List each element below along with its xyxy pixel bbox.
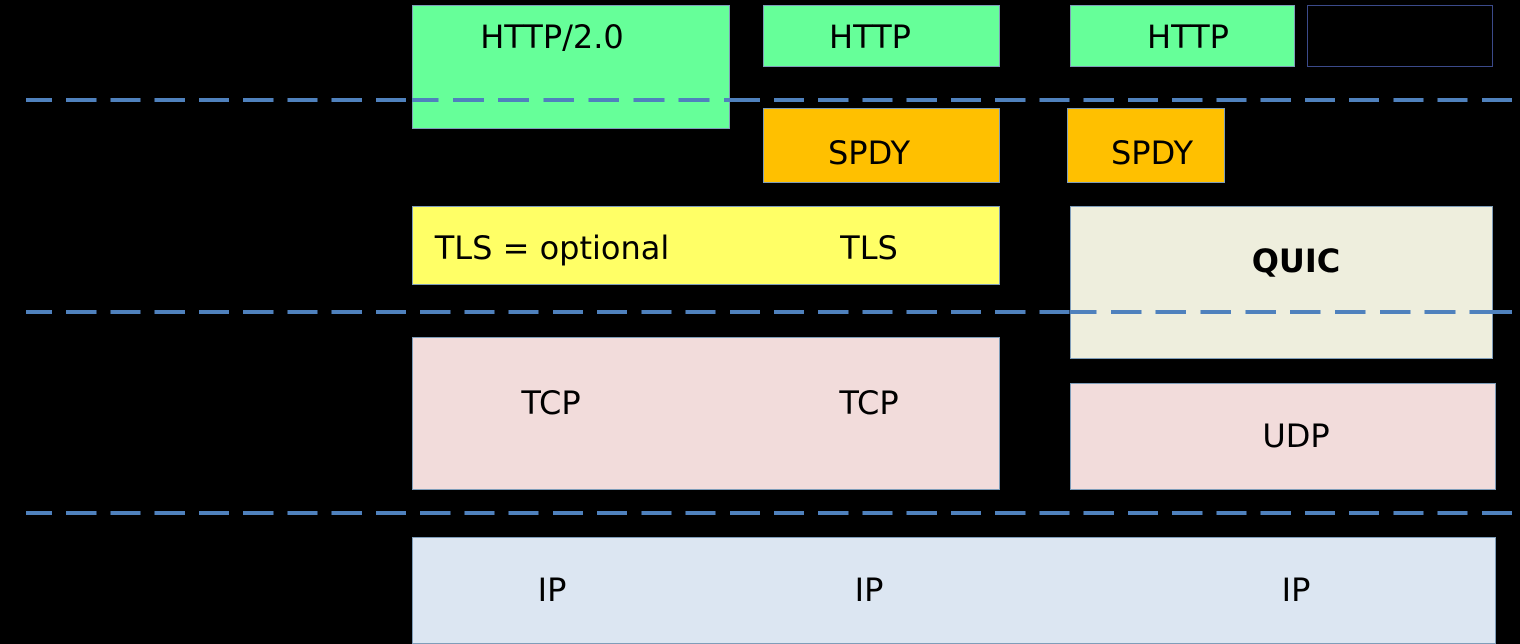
layer-divider-top-overlay xyxy=(412,98,730,102)
tls-box xyxy=(412,206,1000,285)
ip-box xyxy=(412,537,1496,644)
spdy-box-middle xyxy=(763,108,1000,183)
spdy-label-middle: SPDY xyxy=(827,134,911,172)
layer-divider-top xyxy=(26,98,1520,102)
udp-label: UDP xyxy=(1262,417,1330,455)
http2-box xyxy=(412,5,730,129)
tcp-label-left: TCP xyxy=(521,384,581,422)
http-box-middle xyxy=(763,5,1000,67)
ip-label-middle: IP xyxy=(854,571,884,609)
layer-divider-bottom xyxy=(26,511,1520,515)
empty-box-top-right xyxy=(1307,5,1493,67)
udp-box xyxy=(1070,383,1496,490)
quic-box xyxy=(1070,206,1493,359)
layer-divider-middle-overlay xyxy=(1070,310,1493,314)
spdy-box-right xyxy=(1067,108,1225,183)
tls-optional-label: TLS = optional xyxy=(434,229,670,267)
http-label-middle: HTTP xyxy=(829,18,911,56)
http-label-right: HTTP xyxy=(1147,18,1229,56)
spdy-label-right: SPDY xyxy=(1110,134,1194,172)
http2-label: HTTP/2.0 xyxy=(480,18,624,56)
tls-label: TLS xyxy=(840,229,898,267)
tcp-box xyxy=(412,337,1000,490)
ip-label-right: IP xyxy=(1281,571,1311,609)
http-box-right xyxy=(1070,5,1295,67)
layer-divider-middle xyxy=(26,310,1520,314)
ip-label-left: IP xyxy=(537,571,567,609)
tcp-label-middle: TCP xyxy=(839,384,899,422)
quic-label: QUIC xyxy=(1251,242,1341,280)
